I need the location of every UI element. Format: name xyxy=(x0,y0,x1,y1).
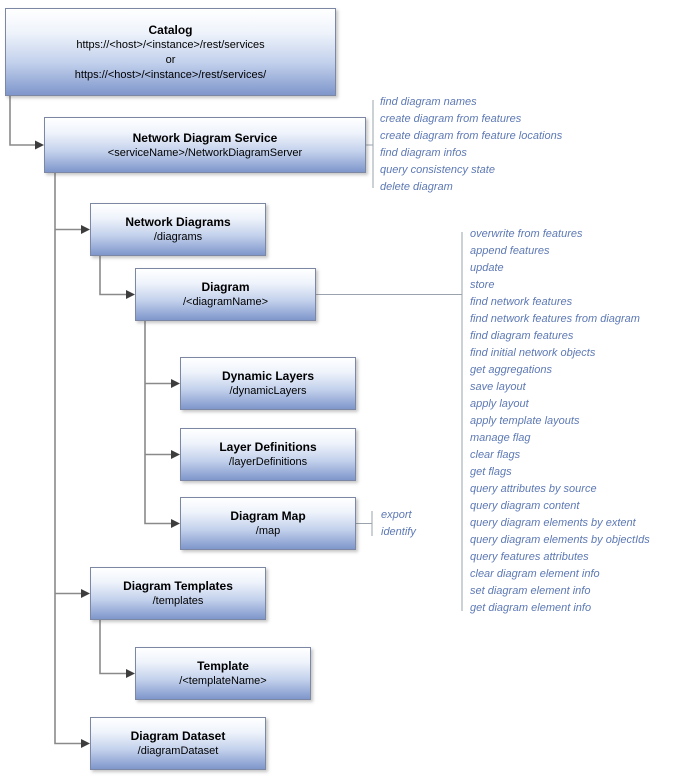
operation-label: get flags xyxy=(470,466,512,478)
operation-label: save layout xyxy=(470,381,526,393)
diagram-dataset-path: /diagramDataset xyxy=(137,745,219,757)
layer-definitions-box: Layer Definitions /layerDefinitions xyxy=(180,428,356,481)
arrowhead-diagram-dataset xyxy=(81,739,90,748)
arrowhead-service xyxy=(35,140,44,150)
operation-label: manage flag xyxy=(470,432,531,444)
layer-definitions-path: /layerDefinitions xyxy=(228,456,308,468)
catalog-or-label: or xyxy=(165,53,176,66)
operation-label: get aggregations xyxy=(470,364,552,376)
network-diagram-service-title: Network Diagram Service xyxy=(132,130,278,145)
template-path: /<templateName> xyxy=(179,675,267,687)
operation-label: find initial network objects xyxy=(470,347,596,359)
operation-label: clear flags xyxy=(470,449,521,461)
diagram-map-path: /map xyxy=(255,525,281,537)
template-box: Template /<templateName> xyxy=(135,647,311,700)
operation-label: delete diagram xyxy=(380,181,453,193)
arrowhead-network-diagrams xyxy=(81,225,90,234)
operation-label: update xyxy=(470,262,504,274)
operation-label: query features attributes xyxy=(470,551,589,563)
operation-label: apply layout xyxy=(470,398,529,410)
operation-label: create diagram from features xyxy=(380,113,522,125)
connector-service-children-trunk xyxy=(54,173,84,745)
catalog-url-1: https://<host>/<instance>/rest/services xyxy=(76,38,265,51)
network-diagrams-title: Network Diagrams xyxy=(125,215,231,229)
operation-label: identify xyxy=(381,526,416,538)
operation-label: find network features from diagram xyxy=(470,313,640,325)
operation-label: set diagram element info xyxy=(470,585,591,597)
arrowhead-diagram xyxy=(126,290,135,299)
template-title: Template xyxy=(197,659,249,673)
diagram-box: Diagram /<diagramName> xyxy=(135,268,316,321)
diagram-title: Diagram xyxy=(201,280,250,294)
diagram-operations-list: overwrite from features append features up… xyxy=(470,226,650,617)
operation-label: find diagram names xyxy=(380,96,477,108)
diagram-map-operations-list: export identify xyxy=(381,507,416,541)
operation-label: query diagram elements by objectIds xyxy=(470,534,650,546)
operation-label: store xyxy=(470,279,495,291)
service-operations-bracket xyxy=(366,100,374,188)
arrowhead-diagram-templates xyxy=(81,589,90,598)
arrowhead-diagram-map xyxy=(171,519,180,528)
operation-label: apply template layouts xyxy=(470,415,580,427)
operation-label: query consistency state xyxy=(380,164,495,176)
diagram-path: /<diagramName> xyxy=(183,296,268,308)
diagram-dataset-title: Diagram Dataset xyxy=(130,729,226,743)
dynamic-layers-path: /dynamicLayers xyxy=(229,385,307,397)
operation-label: create diagram from feature locations xyxy=(380,130,563,142)
operation-label: clear diagram element info xyxy=(470,568,600,580)
diagram-map-operations-bracket xyxy=(356,511,373,536)
connector-diagram-children-trunk xyxy=(144,321,174,525)
operation-label: get diagram element info xyxy=(470,602,592,614)
arrowhead-dynamic-layers xyxy=(171,379,180,388)
arrowhead-layer-definitions xyxy=(171,450,180,459)
catalog-url-2: https://<host>/<instance>/rest/services/ xyxy=(74,68,267,81)
diagram-templates-title: Diagram Templates xyxy=(123,579,233,593)
operation-label: overwrite from features xyxy=(470,228,583,240)
dynamic-layers-title: Dynamic Layers xyxy=(221,369,315,383)
network-diagram-service-box: Network Diagram Service <serviceName>/Ne… xyxy=(44,117,366,173)
diagram-map-title: Diagram Map xyxy=(230,509,306,523)
connector-templates-to-template xyxy=(99,620,129,675)
dynamic-layers-box: Dynamic Layers /dynamicLayers xyxy=(180,357,356,410)
operation-label: find network features xyxy=(470,296,573,308)
network-diagrams-box: Network Diagrams /diagrams xyxy=(90,203,266,256)
diagram-map-box: Diagram Map /map xyxy=(180,497,356,550)
service-operations-list: find diagram names create diagram from fe… xyxy=(380,94,562,196)
operation-label: find diagram features xyxy=(470,330,574,342)
diagram-operations-bracket xyxy=(316,232,463,611)
catalog-title: Catalog xyxy=(148,22,193,37)
network-diagrams-path: /diagrams xyxy=(153,231,203,243)
operation-label: export xyxy=(381,509,412,521)
network-diagram-service-path: <serviceName>/NetworkDiagramServer xyxy=(107,146,303,159)
operation-label: append features xyxy=(470,245,550,257)
connector-diagrams-to-diagram xyxy=(99,256,129,296)
catalog-box: Catalog https://<host>/<instance>/rest/s… xyxy=(5,8,336,96)
diagram-dataset-box: Diagram Dataset /diagramDataset xyxy=(90,717,266,770)
connector-catalog-to-service xyxy=(9,96,42,146)
operation-label: query diagram content xyxy=(470,500,580,512)
operation-label: find diagram infos xyxy=(380,147,467,159)
arrowhead-template xyxy=(126,669,135,678)
operation-label: query attributes by source xyxy=(470,483,597,495)
diagram-templates-path: /templates xyxy=(152,595,204,607)
layer-definitions-title: Layer Definitions xyxy=(219,440,317,454)
operation-label: query diagram elements by extent xyxy=(470,517,636,529)
diagram-templates-box: Diagram Templates /templates xyxy=(90,567,266,620)
